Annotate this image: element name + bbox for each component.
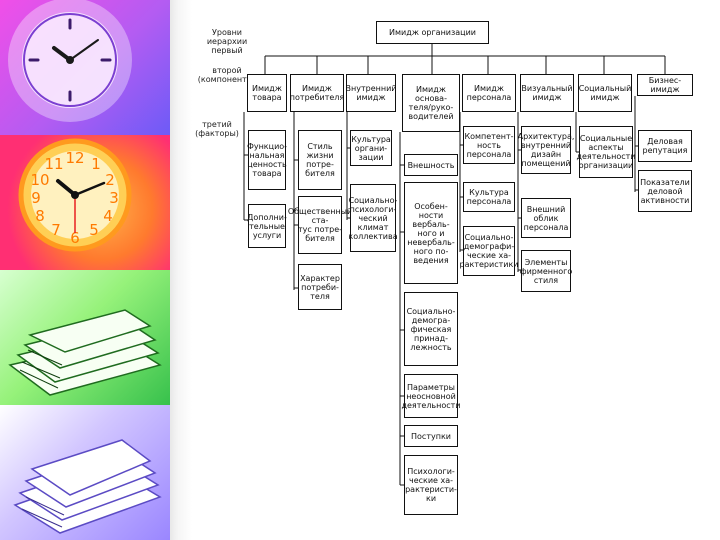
factor-functional-value: Функцио- нальная ценность товара bbox=[247, 130, 287, 190]
svg-text:1: 1 bbox=[91, 155, 101, 173]
image-hierarchy-diagram: Уровни иерархии первый второй (компонент… bbox=[190, 0, 720, 540]
factor-appearance: Внешность bbox=[404, 154, 458, 176]
factor-consumer-character: Характер потреби- теля bbox=[298, 264, 342, 310]
factor-architecture-interior: Архитектура, внутренний дизайн помещений bbox=[518, 126, 574, 174]
svg-text:10: 10 bbox=[30, 171, 49, 189]
connector-lines bbox=[243, 44, 666, 486]
level-label-second: второй (компоненты) bbox=[197, 66, 257, 84]
level-label-third: третий (факторы) bbox=[195, 120, 239, 138]
factor-corporate-style: Элементы фирменного стиля bbox=[520, 250, 572, 292]
factor-business-reputation: Деловая репутация bbox=[638, 130, 692, 162]
photo-strip: 12 1 2 3 4 5 6 7 8 9 10 11 bbox=[0, 0, 170, 540]
factor-deeds: Поступки bbox=[404, 425, 458, 447]
root-node-organization-image: Имидж организации bbox=[376, 21, 489, 44]
papers-icon bbox=[8, 309, 162, 396]
svg-text:8: 8 bbox=[35, 207, 45, 225]
clock-icon bbox=[8, 0, 132, 122]
component-social-image: Социальный имидж bbox=[578, 74, 632, 112]
factor-additional-services: Дополни- тельные услуги bbox=[247, 204, 287, 248]
factor-business-activity-indicators: Показатели деловой активности bbox=[638, 170, 692, 212]
svg-text:12: 12 bbox=[65, 149, 84, 167]
factor-consumer-lifestyle: Стиль жизни потре- бителя bbox=[298, 130, 342, 190]
component-consumer-image: Имидж потребителя bbox=[290, 74, 344, 112]
component-visual-image: Визуальный имидж bbox=[520, 74, 574, 112]
factor-non-core-activity: Параметры неосновной деятельности bbox=[401, 374, 461, 418]
green-papers-photo bbox=[0, 270, 170, 405]
level-label-first: Уровни иерархии первый bbox=[206, 28, 248, 55]
svg-text:11: 11 bbox=[44, 155, 63, 173]
svg-text:2: 2 bbox=[105, 171, 115, 189]
lavender-papers-photo bbox=[0, 405, 170, 540]
svg-text:6: 6 bbox=[70, 229, 80, 247]
purple-clock-photo bbox=[0, 0, 170, 135]
orange-clock-photo: 12 1 2 3 4 5 6 7 8 9 10 11 bbox=[0, 135, 170, 270]
svg-text:5: 5 bbox=[89, 221, 99, 239]
component-staff-image: Имидж персонала bbox=[462, 74, 516, 112]
factor-verbal-nonverbal-behavior: Особен- ности вербаль- ного и невербаль-… bbox=[404, 182, 458, 284]
factor-staff-competence: Компетент- ность персонала bbox=[463, 126, 515, 164]
factor-staff-culture: Культура персонала bbox=[463, 182, 515, 212]
factor-consumer-social-status: Общественный ста- тус потре- бителя bbox=[288, 196, 352, 254]
svg-text:9: 9 bbox=[31, 189, 41, 207]
factor-staff-appearance: Внешний облик персонала bbox=[521, 198, 571, 238]
component-internal-image: Внутренний имидж bbox=[346, 74, 397, 112]
content-edge-shadow bbox=[170, 0, 192, 540]
factor-staff-socio-demographic: Социально- демографи- ческие ха- рактери… bbox=[460, 226, 518, 276]
component-business-image: Бизнес-имидж bbox=[637, 74, 693, 96]
factor-social-aspects: Социальные аспекты деятельности организа… bbox=[576, 126, 636, 178]
component-product-image: Имидж товара bbox=[247, 74, 287, 112]
component-founder-image: Имидж основа- теля/руко- водителей bbox=[402, 74, 460, 132]
papers-icon bbox=[13, 439, 162, 534]
svg-text:7: 7 bbox=[51, 221, 61, 239]
factor-socio-demographic-affiliation: Социально- демогра- фическая принад- леж… bbox=[404, 292, 458, 366]
clock-icon: 12 1 2 3 4 5 6 7 8 9 10 11 bbox=[18, 138, 132, 252]
svg-text:4: 4 bbox=[103, 207, 113, 225]
factor-socio-psychological-climate: Социально- психологи- ческий климат колл… bbox=[348, 184, 398, 252]
factor-psychological-characteristics: Психологи- ческие ха- рактеристи- ки bbox=[404, 455, 458, 515]
factor-organization-culture: Культура органи- зации bbox=[350, 130, 392, 166]
svg-text:3: 3 bbox=[109, 189, 119, 207]
